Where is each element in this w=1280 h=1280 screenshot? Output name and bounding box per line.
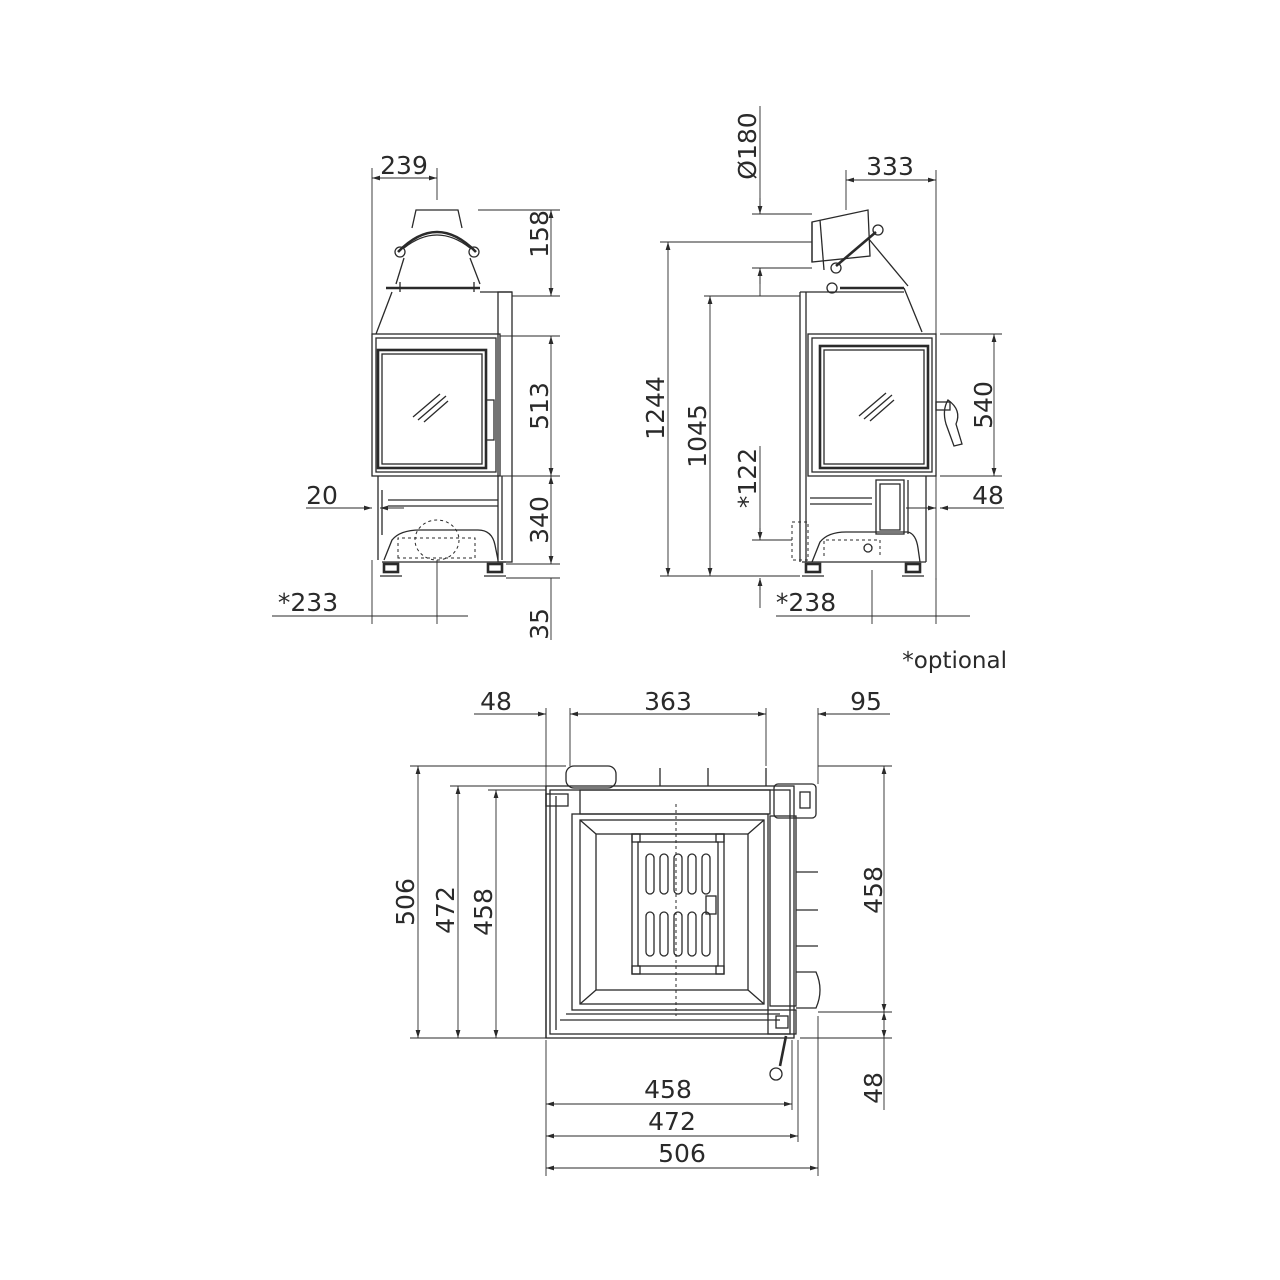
top-grate bbox=[631, 833, 725, 975]
top-side-liner bbox=[769, 815, 797, 1007]
dim-label-238: *238 bbox=[776, 588, 836, 617]
dim-label-1244: 1244 bbox=[641, 376, 670, 440]
front-feet bbox=[380, 561, 506, 577]
dim-label-458-v: 458 bbox=[469, 888, 498, 936]
dim-label-48-top: 48 bbox=[480, 687, 512, 716]
front-dim-air-intake-offset: *233 bbox=[272, 560, 468, 624]
side-flue-collar bbox=[811, 209, 909, 287]
dim-label-48-side: 48 bbox=[972, 481, 1004, 510]
optional-note: *optional bbox=[902, 648, 1007, 674]
front-flue-collar bbox=[394, 209, 481, 285]
top-outer-body bbox=[545, 785, 795, 1039]
dim-label-o180: Ø180 bbox=[733, 112, 762, 179]
top-dim-horizontal-chain: 48 363 95 bbox=[474, 687, 890, 786]
top-firebox bbox=[560, 804, 780, 1021]
top-dim-right-depths: 458 48 bbox=[800, 765, 892, 1110]
side-top-plate bbox=[800, 282, 923, 333]
side-view: Ø180 333 1244 1045 *122 bbox=[641, 106, 1004, 624]
dim-label-333: 333 bbox=[866, 152, 914, 181]
top-back-liner bbox=[579, 789, 771, 815]
side-dim-air-intake-offset: *238 bbox=[776, 570, 970, 624]
front-dim-side-gap: 20 bbox=[306, 481, 404, 511]
top-fittings bbox=[545, 765, 821, 1009]
dim-label-540: 540 bbox=[969, 381, 998, 429]
dim-label-35: 35 bbox=[525, 608, 554, 640]
dim-label-458-right: 458 bbox=[859, 866, 888, 914]
front-view: 239 158 513 340 35 20 bbox=[272, 151, 560, 640]
dim-label-472-h: 472 bbox=[648, 1107, 696, 1136]
top-door-handle bbox=[767, 1009, 797, 1081]
side-dim-body-height: 1045 bbox=[683, 295, 800, 576]
dim-label-239: 239 bbox=[380, 151, 428, 180]
dim-label-233: *233 bbox=[278, 588, 338, 617]
side-dim-flue-diameter: Ø180 bbox=[733, 106, 812, 296]
dim-label-122: *122 bbox=[733, 448, 762, 508]
side-dim-flue-offset: 333 bbox=[845, 152, 937, 334]
dim-label-513: 513 bbox=[525, 382, 554, 430]
dim-label-95: 95 bbox=[850, 687, 882, 716]
dim-label-506-v: 506 bbox=[391, 878, 420, 926]
dim-label-48-right: 48 bbox=[859, 1072, 888, 1104]
side-door bbox=[807, 333, 937, 477]
side-dim-side-depth: 48 bbox=[906, 476, 1004, 580]
dim-label-506-h: 506 bbox=[658, 1139, 706, 1168]
dim-label-363: 363 bbox=[644, 687, 692, 716]
front-dim-vertical-chain: 158 513 340 35 bbox=[478, 209, 560, 640]
dim-label-158: 158 bbox=[525, 210, 554, 258]
front-lower-body bbox=[377, 476, 503, 561]
side-dim-door-height: 540 bbox=[940, 333, 1002, 477]
side-lower-body bbox=[791, 476, 927, 563]
dim-label-20: 20 bbox=[306, 481, 338, 510]
side-door-handle bbox=[935, 399, 963, 447]
side-dim-total-height: 1244 bbox=[641, 241, 812, 577]
dim-label-340: 340 bbox=[525, 496, 554, 544]
top-dim-bottom-widths: 458 472 506 bbox=[545, 1016, 819, 1176]
top-dim-left-depths: 506 472 458 bbox=[391, 765, 566, 1039]
dim-label-472-v: 472 bbox=[431, 886, 460, 934]
front-top-plate bbox=[375, 282, 512, 335]
top-view: 48 363 95 506 472 458 458 48 bbox=[391, 687, 892, 1176]
side-dim-air-intake-height: *122 bbox=[733, 446, 792, 608]
dim-label-458-h: 458 bbox=[644, 1075, 692, 1104]
front-dim-flue-offset: 239 bbox=[371, 151, 438, 334]
dim-label-1045: 1045 bbox=[683, 404, 712, 468]
front-door bbox=[371, 333, 501, 477]
side-feet bbox=[802, 561, 926, 577]
